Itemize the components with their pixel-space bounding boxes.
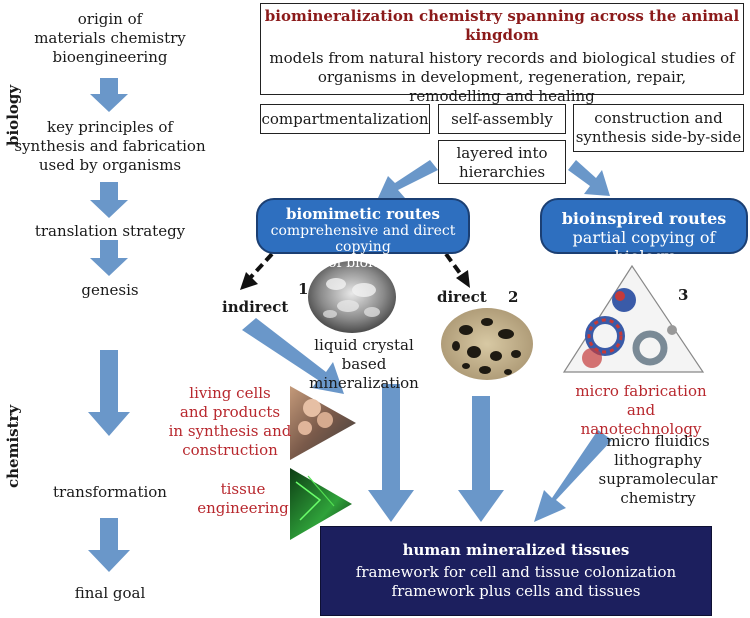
box-compartmentalization: compartmentalization (260, 104, 430, 134)
biomimetic-routes-box: biomimetic routes comprehensive and dire… (256, 198, 470, 271)
porous-scaffold-image (441, 308, 533, 380)
arrow-down-route1 (368, 384, 414, 522)
dashed-indirect (248, 252, 274, 280)
liquid-crystal-image (308, 261, 396, 333)
left-step-final-goal: final goal (74, 584, 146, 602)
left-step-translation: translation strategy (34, 222, 186, 240)
caption-liquid-crystal: liquid crystal based mineralization (309, 336, 419, 392)
label-route-2: 2 (508, 288, 519, 306)
left-arrow-2 (90, 182, 128, 218)
left-step-genesis: genesis (81, 281, 139, 299)
top-context-box: biomineralization chemistry spanning acr… (260, 3, 744, 105)
arrow-indirect-diagonal (242, 318, 344, 394)
goal-box-human-mineralized-tissues: human mineralized tissues framework for … (320, 526, 712, 616)
left-step-transformation: transformation (53, 483, 167, 501)
box-self-assembly: self-assembly (438, 104, 566, 134)
label-route-3: 3 (678, 286, 689, 304)
left-step-origin: origin of materials chemistry bioenginee… (34, 10, 186, 66)
box-construction-synthesis: construction and synthesis side-by-side (573, 104, 744, 152)
route3-methods: micro fluidics lithography supramolecula… (598, 432, 718, 507)
label-direct: direct (437, 288, 487, 306)
arrow-to-bioinspired (568, 160, 610, 196)
arrow-down-route2 (458, 396, 504, 522)
left-step-key-principles: key principles of synthesis and fabricat… (14, 118, 206, 174)
arrow-route3-diagonal (534, 430, 612, 522)
label-indirect: indirect (222, 298, 289, 316)
left-arrow-5 (88, 518, 130, 572)
box-layered-hierarchies: layered into hierarchies (438, 140, 566, 184)
living-cells-image (290, 386, 356, 460)
tissue-engineering-image (290, 468, 352, 540)
dashed-direct (444, 252, 464, 278)
left-flow-arrows (88, 78, 130, 572)
left-arrow-3 (90, 240, 128, 276)
caption-living-cells: living cells and products in synthesis a… (168, 384, 292, 459)
caption-microfabrication: micro fabrication and nanotechnology (575, 382, 707, 438)
microfabrication-triangle (562, 264, 705, 373)
bioinspired-routes-box: bioinspired routes partial copying of bi… (540, 198, 748, 266)
left-arrow-4 (88, 350, 130, 436)
arrow-to-biomimetic (378, 160, 438, 198)
caption-tissue-engineering: tissue engineering (197, 480, 289, 517)
label-route-1: 1 (298, 280, 309, 298)
top-box-title: biomineralization chemistry spanning acr… (264, 7, 740, 44)
left-arrow-1 (90, 78, 128, 112)
side-label-chemistry: chemistry (4, 404, 22, 488)
